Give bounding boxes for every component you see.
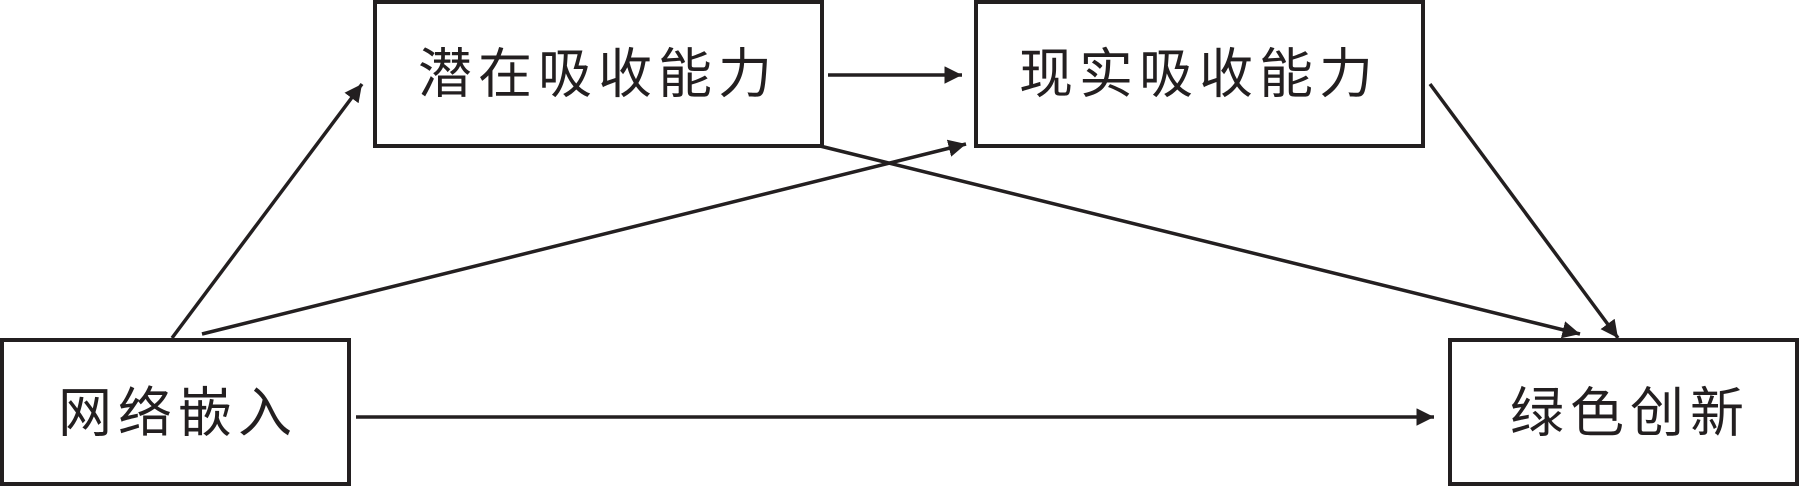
node-label: 现实吸收能力 xyxy=(1019,43,1379,106)
node-network-embedding: 网络嵌入 xyxy=(0,338,351,486)
node-box xyxy=(1448,338,1799,486)
arrow-realized-absorptive-capacity-to-green-innovation xyxy=(1428,82,1620,340)
node-box xyxy=(373,0,824,148)
node-green-innovation: 绿色创新 xyxy=(1448,338,1799,486)
node-box xyxy=(0,338,351,486)
node-label: 网络嵌入 xyxy=(58,382,298,445)
edges xyxy=(170,66,1620,426)
node-label: 绿色创新 xyxy=(1510,382,1750,445)
node-realized-absorptive-capacity: 现实吸收能力 xyxy=(974,0,1425,148)
node-box xyxy=(974,0,1425,148)
arrow-network-embedding-to-realized-absorptive-capacity xyxy=(201,139,967,336)
node-potential-absorptive-capacity: 潜在吸收能力 xyxy=(373,0,824,148)
node-label: 潜在吸收能力 xyxy=(418,43,778,106)
arrow-network-embedding-to-potential-absorptive-capacity xyxy=(170,82,364,340)
arrow-potential-absorptive-capacity-to-green-innovation xyxy=(819,144,1581,339)
